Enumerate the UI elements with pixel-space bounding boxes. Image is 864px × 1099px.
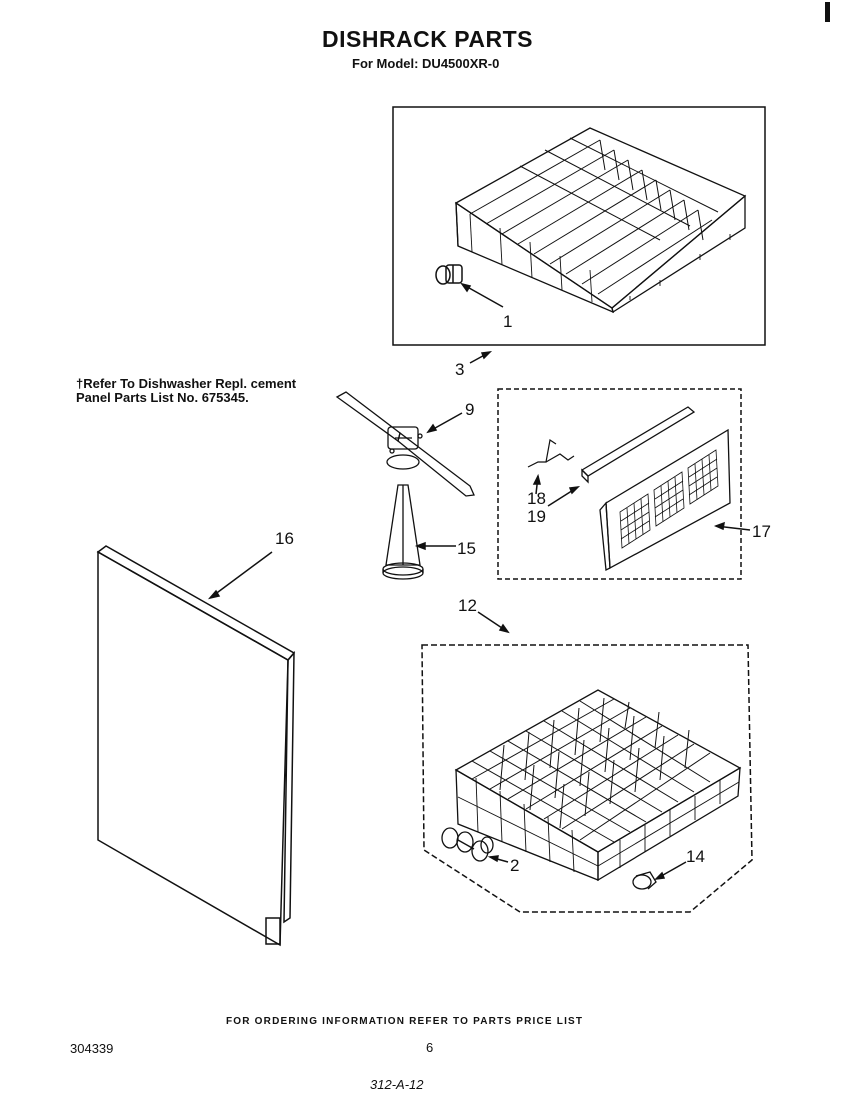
- callout-16: 16: [275, 529, 294, 548]
- upper-rack-frame: [392, 106, 766, 346]
- spray-arm-part-9: [335, 391, 475, 497]
- callout-3: 3: [455, 360, 465, 379]
- callout-19: 19: [527, 507, 546, 526]
- callout-14: 14: [686, 847, 705, 866]
- end-cap-part-14: [632, 871, 657, 890]
- panel-part-17: [599, 428, 731, 572]
- panel-grid: [619, 449, 719, 549]
- document-number: 304339: [70, 1041, 114, 1056]
- callout-15: 15: [457, 539, 476, 558]
- callout-18: 18: [527, 489, 546, 508]
- leader-16: [209, 551, 273, 599]
- replacement-panel-note: †Refer To Dishwasher Repl. cement Panel …: [76, 377, 296, 405]
- page-title: DISHRACK PARTS: [322, 26, 534, 52]
- note-line-1: †Refer To Dishwasher Repl. cement: [76, 376, 297, 391]
- callout-1: 1: [503, 312, 513, 331]
- panel-kit-frame: [497, 388, 742, 580]
- rack-wheels-part-2: [441, 827, 494, 862]
- note-line-2: Panel Parts List No. 675345.: [76, 390, 249, 405]
- clip-part-18: [527, 438, 575, 468]
- trim-strip-part-19: [580, 406, 696, 484]
- lower-dishrack-drawing: [454, 689, 742, 882]
- callout-2: 2: [510, 856, 520, 875]
- lower-rack-frame: [421, 644, 753, 913]
- callout-9: 9: [465, 400, 475, 419]
- handwritten-note: 312-A-12: [370, 1077, 424, 1092]
- rack-stop-part-1: [435, 264, 463, 285]
- callout-12: 12: [458, 596, 477, 615]
- upper-dishrack-drawing: [454, 127, 747, 314]
- corner-mark: [825, 2, 830, 22]
- model-subtitle: For Model: DU4500XR-0: [352, 56, 500, 71]
- page-number: 6: [426, 1040, 434, 1055]
- spray-tower-part-15: [382, 484, 424, 580]
- door-panel-part-16: [96, 545, 296, 947]
- ordering-info: FOR ORDERING INFORMATION REFER TO PARTS …: [226, 1016, 584, 1027]
- callout-17: 17: [752, 522, 771, 541]
